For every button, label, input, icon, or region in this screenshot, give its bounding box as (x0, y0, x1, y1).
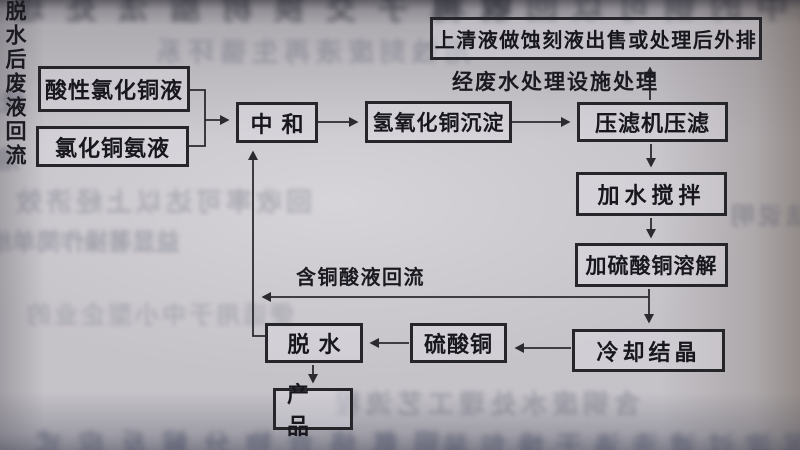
node-dewatering: 脱水 (265, 323, 363, 363)
node-copper-hydroxide-precipitation: 氢氧化铜沉淀 (365, 101, 512, 143)
node-acidic-copper-chloride: 酸性氯化铜液 (38, 66, 190, 112)
node-copper-sulfate: 硫酸铜 (410, 323, 507, 363)
label-copper-acid-reflux: 含铜酸液回流 (296, 267, 425, 289)
node-copper-chloride-ammonia: 氯化铜氨液 (36, 126, 189, 167)
node-product: 产品 (273, 382, 353, 439)
arrow-dewater-reflux-to-neutralization (248, 150, 265, 337)
node-add-copper-sulfate-dissolve: 加硫酸铜溶解 (575, 243, 728, 287)
merge-bracket-inputs (189, 89, 206, 147)
node-cooling-crystallization: 冷却结晶 (572, 329, 725, 372)
node-filter-press: 压滤机压滤 (577, 102, 728, 142)
label-dewatered-waste-reflux: 脱水后废液回流 (3, 0, 27, 168)
node-add-water-stir: 加水搅拌 (576, 172, 727, 216)
label-wastewater-treatment: 经废水处理设施处理 (452, 70, 659, 94)
node-supernatant-disposal: 上清液做蚀刻液出售或处理后外排 (430, 17, 762, 60)
node-neutralization: 中和 (236, 102, 318, 143)
